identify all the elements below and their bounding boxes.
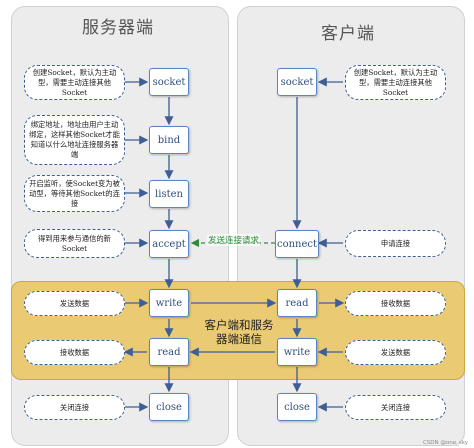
connect-request-label: 发送连接请求: [207, 234, 261, 246]
server-accept-box: accept: [149, 230, 189, 258]
server-note-bind: 绑定地址，地址由用户主动绑定，这样其他Socket才能知道以什么地址连接服务器端: [24, 115, 125, 165]
client-close-box: close: [277, 393, 317, 421]
client-socket-box: socket: [277, 68, 317, 96]
client-note-recv: 接收数据: [345, 291, 446, 316]
server-note-recv: 接收数据: [24, 340, 125, 365]
client-note-connect: 申请连接: [345, 230, 446, 257]
client-connect-box: connect: [275, 230, 319, 258]
client-write-box: write: [277, 338, 317, 366]
band-label: 客户端和服务 器端通信: [199, 318, 279, 346]
server-title: 服务器端: [82, 18, 154, 38]
client-note-close: 关闭连接: [345, 395, 446, 420]
server-note-accept: 得到用来参与通信的新Socket: [24, 229, 125, 258]
client-note-send: 发送数据: [345, 340, 446, 365]
client-read-box: read: [277, 289, 317, 317]
server-listen-box: listen: [149, 180, 189, 208]
watermark: CSDN @one_sky: [422, 440, 468, 446]
band-label-line2: 器端通信: [216, 332, 262, 346]
server-note-send: 发送数据: [24, 291, 125, 316]
server-socket-box: socket: [149, 68, 189, 96]
band-label-line1: 客户端和服务: [204, 318, 274, 332]
server-write-box: write: [149, 289, 189, 317]
server-note-socket: 创建Socket，默认为主动型，需要主动连接其他Socket: [24, 65, 125, 100]
client-title: 客户端: [321, 24, 375, 44]
server-note-close: 关闭连接: [24, 395, 125, 420]
server-read-box: read: [149, 338, 189, 366]
server-note-listen: 开启监听，使Socket变为被动型，等待其他Socket的连接: [24, 175, 125, 212]
client-note-socket: 创建Socket，默认为主动型，需要主动连接其他Socket: [345, 65, 446, 100]
server-bind-box: bind: [149, 126, 189, 154]
server-close-box: close: [149, 393, 189, 421]
